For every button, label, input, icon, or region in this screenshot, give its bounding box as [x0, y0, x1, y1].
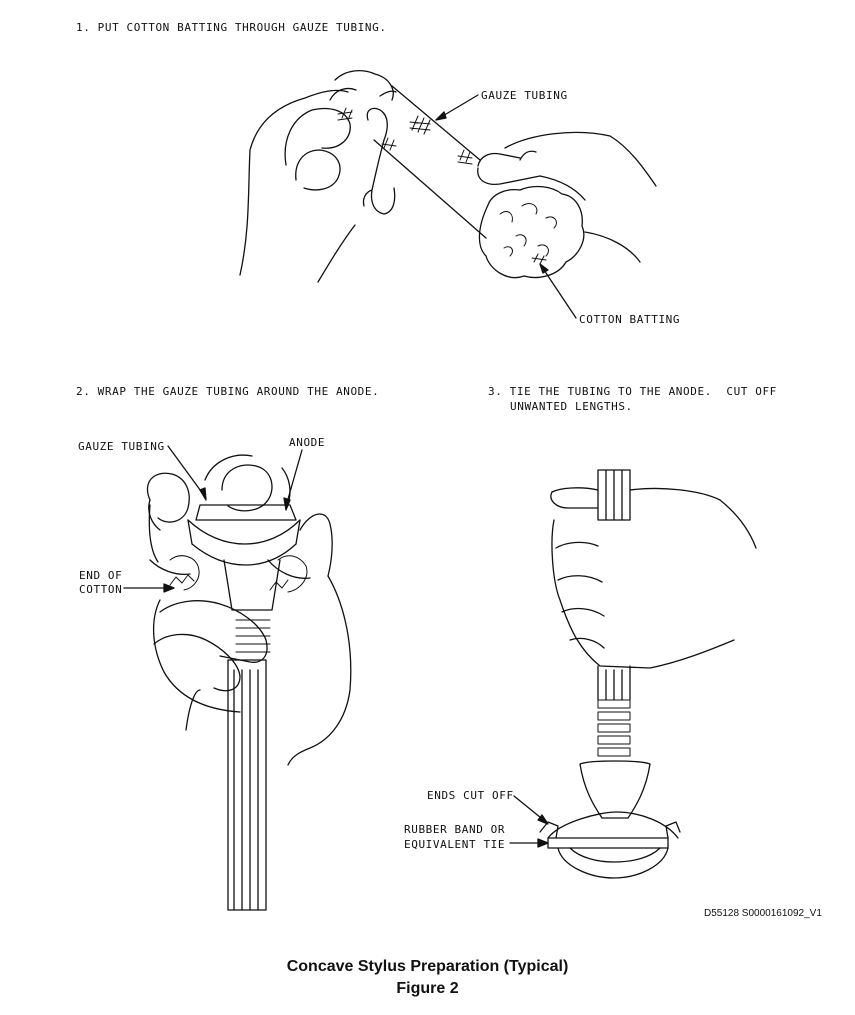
rubber-band-callout-line-1: RUBBER BAND OR: [404, 823, 506, 836]
panel-1-leader-lines: [435, 95, 576, 318]
step-3-instruction-line-1: 3. TIE THE TUBING TO THE ANODE. CUT OFF: [488, 385, 777, 398]
panel-2-illustration: [124, 446, 351, 910]
gauze-tubing-callout-2: GAUZE TUBING: [78, 440, 165, 453]
right-hand-drawing: [478, 132, 656, 262]
panel-3-leader-lines: [510, 796, 549, 848]
anode-rod-drawing: [224, 560, 280, 910]
hand-gripping-shaft-drawing: [551, 488, 756, 668]
end-of-cotton-callout-line-2: COTTON: [79, 583, 123, 596]
gauze-tubing-drawing: [374, 86, 486, 238]
figure-id: D55128 S0000161092_V1: [704, 908, 822, 919]
panel-2-leader-lines: [124, 446, 302, 593]
left-hand-drawing: [240, 71, 395, 282]
step-2-instruction: 2. WRAP THE GAUZE TUBING AROUND THE ANOD…: [76, 385, 380, 398]
rubber-band-callout-line-2: EQUIVALENT TIE: [404, 838, 506, 851]
hand-holding-anode-drawing: [147, 455, 350, 765]
anode-shaft-drawing: [580, 470, 650, 818]
end-of-cotton-callout-line-1: END OF: [79, 569, 123, 582]
ends-cut-off-callout: ENDS CUT OFF: [427, 789, 514, 802]
concave-anode-head: [188, 505, 300, 565]
cotton-batting-callout: COTTON BATTING: [579, 313, 681, 326]
panel-1-illustration: [240, 71, 656, 318]
panel-3-illustration: [510, 470, 756, 878]
wrapped-stylus-head: [540, 812, 680, 878]
figure-caption-title: Concave Stylus Preparation (Typical): [286, 958, 569, 975]
figure-caption-number: Figure 2: [396, 980, 459, 997]
anode-callout: ANODE: [289, 436, 326, 449]
step-1-instruction: 1. PUT COTTON BATTING THROUGH GAUZE TUBI…: [76, 21, 387, 34]
cotton-batting-drawing: [479, 187, 583, 278]
step-3-instruction-line-2: UNWANTED LENGTHS.: [510, 400, 633, 413]
gauze-tubing-callout-1: GAUZE TUBING: [481, 89, 568, 102]
